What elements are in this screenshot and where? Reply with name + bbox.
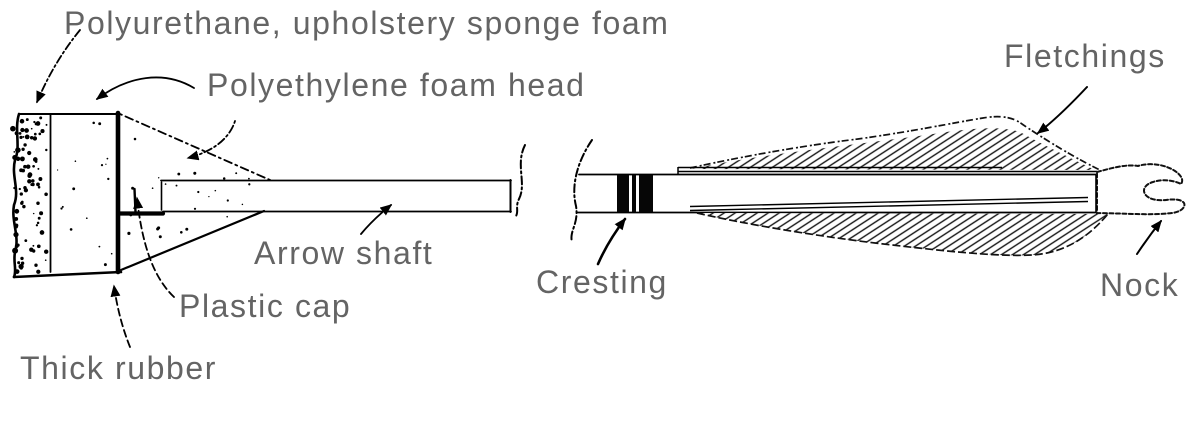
shaft-break-marks <box>515 139 593 243</box>
label-cresting: Cresting <box>536 264 668 300</box>
fletching-upper-quill <box>677 166 1097 174</box>
leader-cresting <box>596 217 627 266</box>
label-fletchings: Fletchings <box>1004 38 1166 74</box>
leader-polyethylene-head <box>95 76 195 100</box>
fletching-lower-quill <box>689 196 1089 212</box>
nock-part <box>1095 163 1186 216</box>
fletching-upper <box>677 115 1101 174</box>
plastic-cap-part <box>117 187 166 216</box>
label-polyethylene-foam-head: Polyethylene foam head <box>207 67 586 103</box>
label-nock: Nock <box>1100 267 1180 303</box>
label-thick-rubber: Thick rubber <box>20 350 218 386</box>
leader-polyethylene-cone <box>186 120 236 161</box>
label-arrow-shaft: Arrow shaft <box>254 235 434 271</box>
shaft-right <box>577 173 1097 214</box>
shaft-left <box>160 179 512 213</box>
foam-head-block <box>49 110 121 275</box>
sponge-foam-strip <box>12 112 123 279</box>
leader-plastic-cap <box>133 196 175 298</box>
leader-polyurethane <box>36 29 81 104</box>
leader-lines <box>36 29 1162 348</box>
label-polyurethane-foam: Polyurethane, upholstery sponge foam <box>64 5 670 41</box>
label-plastic-cap: Plastic cap <box>179 288 352 324</box>
cresting-bands <box>617 175 653 212</box>
leader-arrow-shaft <box>360 204 393 235</box>
foam-head <box>12 110 271 279</box>
leader-nock <box>1136 219 1162 255</box>
leader-thick-rubber <box>110 284 131 348</box>
stipple-layer <box>10 116 251 274</box>
fletching-lower <box>689 196 1109 257</box>
leader-fletchings <box>1036 86 1088 134</box>
foam-head-cone <box>119 113 271 272</box>
